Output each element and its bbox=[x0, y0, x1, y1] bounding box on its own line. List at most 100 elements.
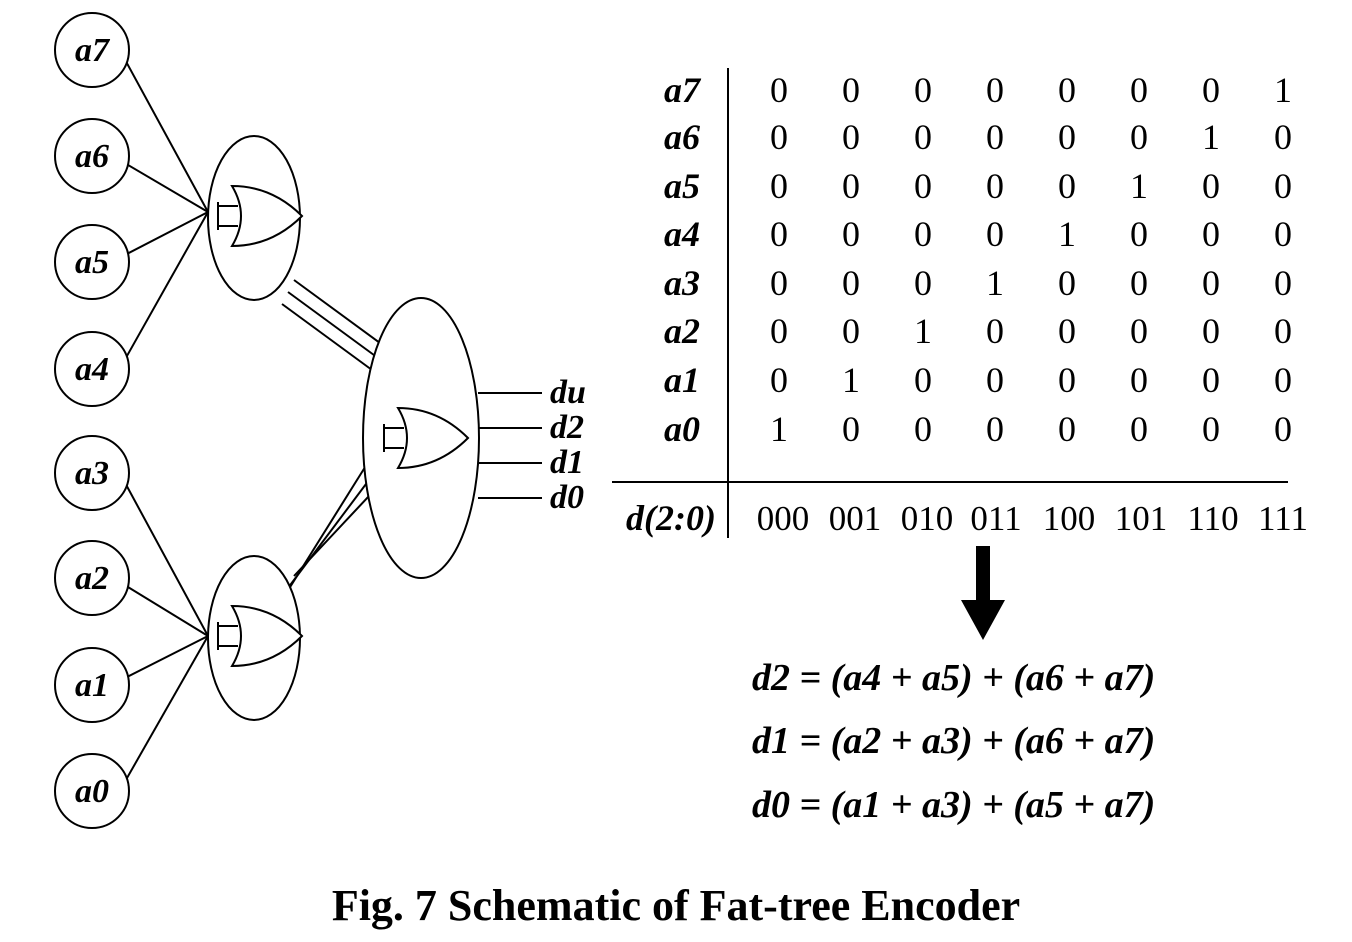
input-node-circle bbox=[54, 647, 130, 723]
input-node-label: a2 bbox=[75, 560, 109, 597]
table-cell: 1 bbox=[914, 311, 932, 351]
table-cell: 0 bbox=[770, 311, 788, 351]
input-wire bbox=[122, 478, 209, 637]
input-wire bbox=[122, 583, 209, 637]
table-row-label: a6 bbox=[664, 117, 700, 157]
table-cell: 0 bbox=[842, 70, 860, 110]
table-row-label: a7 bbox=[664, 70, 702, 110]
code-row-label: d(2:0) bbox=[626, 498, 716, 538]
or-gate-icon bbox=[217, 604, 304, 668]
table-cell: 1 bbox=[1130, 166, 1148, 206]
table-cell: 0 bbox=[986, 360, 1004, 400]
input-node-circle bbox=[54, 12, 130, 88]
table-row-label: a5 bbox=[664, 166, 700, 206]
input-node-label: a0 bbox=[75, 773, 109, 810]
output-label: d1 bbox=[550, 444, 584, 481]
table-row-label: a3 bbox=[664, 263, 700, 303]
code-cell: 100 bbox=[1043, 499, 1096, 538]
table-cell: 0 bbox=[1058, 360, 1076, 400]
table-cell: 0 bbox=[1274, 166, 1292, 206]
or-gate-icon bbox=[217, 184, 304, 248]
or-gate-body bbox=[230, 604, 304, 668]
input-node-circle bbox=[54, 435, 130, 511]
table-cell: 0 bbox=[1202, 311, 1220, 351]
or-gate-icon bbox=[383, 406, 470, 470]
output-label: du bbox=[550, 374, 586, 411]
table-cell: 0 bbox=[1202, 360, 1220, 400]
code-cell: 110 bbox=[1187, 499, 1238, 538]
table-cell: 0 bbox=[1274, 214, 1292, 254]
input-wire bbox=[122, 211, 209, 257]
input-wire bbox=[122, 635, 209, 680]
input-wire bbox=[122, 161, 209, 213]
table-cell: 1 bbox=[842, 360, 860, 400]
table-row-label: a4 bbox=[664, 214, 700, 254]
equation: d1 = (a2 + a3) + (a6 + a7) bbox=[752, 720, 1155, 762]
table-cell: 0 bbox=[914, 70, 932, 110]
table-cell: 0 bbox=[842, 263, 860, 303]
arrow-head bbox=[961, 600, 1005, 640]
or-gates bbox=[207, 135, 480, 721]
input-node-circle bbox=[54, 118, 130, 194]
table-cell: 1 bbox=[1202, 117, 1220, 157]
input-node-label: a5 bbox=[75, 244, 109, 281]
output-label: d0 bbox=[550, 479, 584, 516]
table-cell: 0 bbox=[770, 214, 788, 254]
table-cell: 0 bbox=[914, 263, 932, 303]
table-cell: 0 bbox=[986, 166, 1004, 206]
input-node-circle bbox=[54, 331, 130, 407]
bus-wire-upper bbox=[293, 279, 385, 347]
input-node-label: a4 bbox=[75, 351, 109, 388]
table-cell: 0 bbox=[914, 409, 932, 449]
code-cell: 101 bbox=[1115, 499, 1168, 538]
code-cell: 000 bbox=[757, 499, 810, 538]
table-cell: 0 bbox=[1058, 311, 1076, 351]
table-cell: 0 bbox=[842, 214, 860, 254]
table-cell: 0 bbox=[914, 166, 932, 206]
table-cell: 0 bbox=[1130, 214, 1148, 254]
table-cell: 0 bbox=[1058, 70, 1076, 110]
bus-wire-upper bbox=[281, 303, 373, 371]
or-gate-body bbox=[230, 184, 304, 248]
table-cell: 0 bbox=[1202, 409, 1220, 449]
table-cell: 0 bbox=[986, 311, 1004, 351]
table-cell: 0 bbox=[770, 70, 788, 110]
table-cell: 0 bbox=[770, 166, 788, 206]
table-cell: 0 bbox=[842, 409, 860, 449]
table-cell: 1 bbox=[770, 409, 788, 449]
table-row-label: a0 bbox=[664, 409, 700, 449]
table-cell: 0 bbox=[1202, 214, 1220, 254]
input-wire bbox=[122, 635, 209, 786]
table-cell: 0 bbox=[1130, 409, 1148, 449]
table-cell: 0 bbox=[986, 70, 1004, 110]
table-cell: 0 bbox=[1130, 117, 1148, 157]
table-cell: 0 bbox=[770, 117, 788, 157]
code-cell: 111 bbox=[1258, 499, 1308, 538]
bus-wire-upper bbox=[287, 291, 379, 359]
table-cell: 0 bbox=[1202, 70, 1220, 110]
or-gate-body bbox=[396, 406, 470, 470]
code-cell: 001 bbox=[829, 499, 882, 538]
table-cell: 0 bbox=[1274, 311, 1292, 351]
table-cell: 0 bbox=[914, 117, 932, 157]
table-cell: 1 bbox=[986, 263, 1004, 303]
figure-caption: Fig. 7 Schematic of Fat-tree Encoder bbox=[331, 881, 1021, 930]
input-node-circle bbox=[54, 753, 130, 829]
table-cell: 0 bbox=[1058, 263, 1076, 303]
input-wire bbox=[122, 211, 209, 364]
equation: d0 = (a1 + a3) + (a5 + a7) bbox=[752, 784, 1155, 826]
equations: d2 = (a4 + a5) + (a6 + a7)d1 = (a2 + a3)… bbox=[752, 657, 1155, 826]
arrow-shaft bbox=[976, 546, 990, 606]
table-cell: 0 bbox=[1130, 360, 1148, 400]
table-cell: 0 bbox=[1130, 311, 1148, 351]
table-cell: 0 bbox=[1274, 409, 1292, 449]
table-cell: 1 bbox=[1058, 214, 1076, 254]
output-label: d2 bbox=[550, 409, 584, 446]
table-cell: 0 bbox=[986, 409, 1004, 449]
table-row-label: a1 bbox=[664, 360, 700, 400]
bus-wire-lower bbox=[287, 467, 379, 589]
table-cell: 0 bbox=[1058, 117, 1076, 157]
